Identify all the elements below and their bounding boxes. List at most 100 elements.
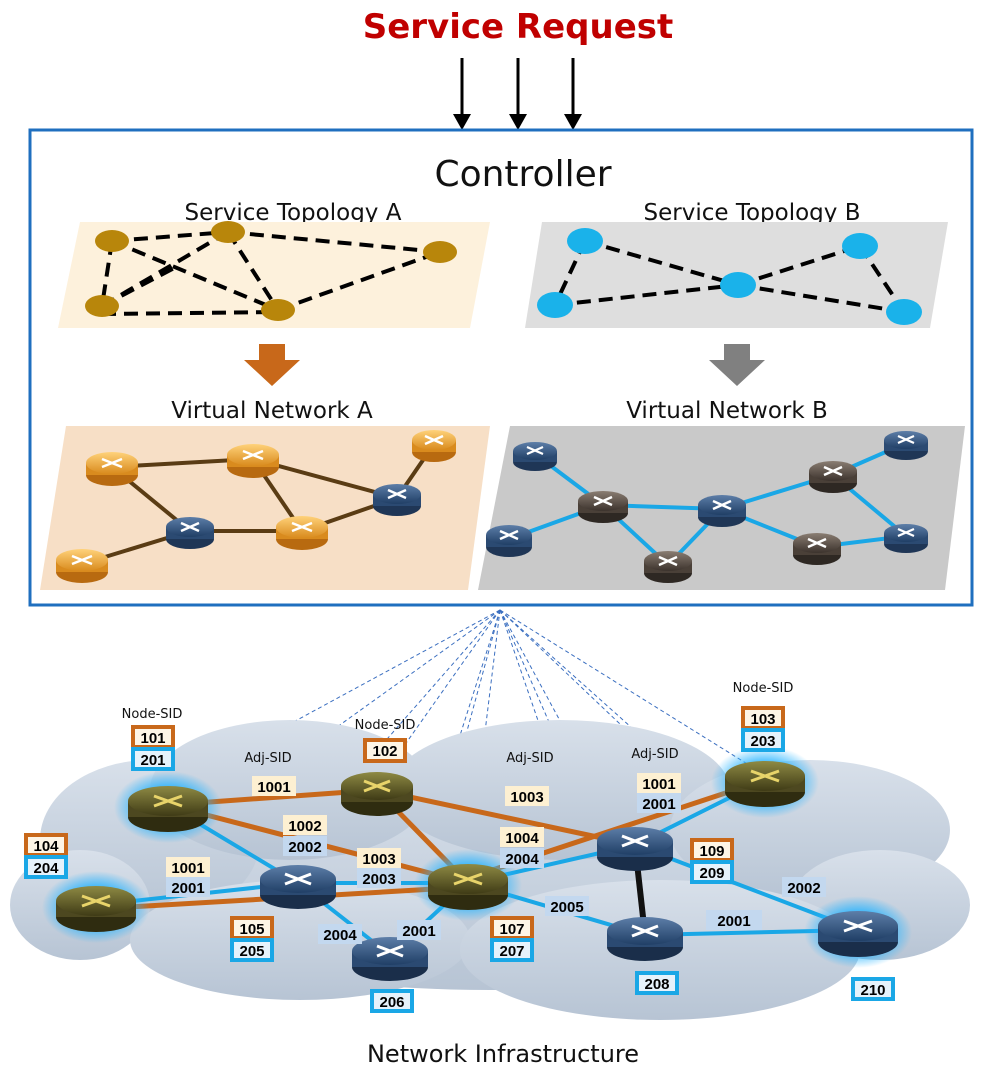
- router-icon: [804, 896, 912, 968]
- router-icon: [597, 827, 673, 871]
- svg-text:2005: 2005: [550, 899, 583, 916]
- svg-text:2002: 2002: [288, 839, 321, 856]
- node-sid-208: 208: [635, 971, 679, 995]
- service-topology-b-label: Service Topology B: [644, 200, 861, 226]
- adj-sid-label: Adj-SID: [506, 751, 553, 766]
- node-sid-label: Node-SID: [122, 707, 183, 722]
- topology-a-node: [211, 221, 245, 243]
- adj-sid-2002: 2002: [782, 877, 826, 897]
- adj-sid-2005: 2005: [545, 896, 589, 916]
- svg-text:2001: 2001: [402, 923, 435, 940]
- adj-sid-1003: 1003: [505, 786, 549, 806]
- node-sid-label: Node-SID: [733, 681, 794, 696]
- node-sid-104: 104: [24, 833, 68, 857]
- topology-b-node: [537, 292, 573, 318]
- adj-sid-1001: 1001: [637, 773, 681, 793]
- adj-sid-label: Adj-SID: [244, 751, 291, 766]
- map-arrow-b: [709, 344, 765, 386]
- svg-text:1004: 1004: [505, 830, 539, 847]
- svg-text:2003: 2003: [362, 871, 395, 888]
- node-sid-109: 109: [690, 838, 734, 862]
- adj-sid-1004: 1004: [500, 827, 544, 847]
- service-topology-a-nodes: [85, 221, 457, 321]
- svg-text:2001: 2001: [171, 880, 204, 897]
- topology-b-node: [886, 299, 922, 325]
- virtual-network-a-plane: [40, 426, 490, 590]
- node-sid-203: 203: [741, 728, 785, 752]
- router-icon: [607, 917, 683, 961]
- adj-sid-1002: 1002: [283, 815, 327, 835]
- router-icon: [276, 516, 328, 550]
- topology-a-node: [261, 299, 295, 321]
- svg-text:206: 206: [379, 994, 404, 1011]
- adj-sid-2001: 2001: [397, 920, 441, 940]
- node-sid-107: 107: [490, 916, 534, 940]
- svg-text:1001: 1001: [257, 779, 290, 796]
- svg-text:107: 107: [499, 921, 524, 938]
- service-topology-a-label: Service Topology A: [185, 200, 402, 226]
- adj-sid-label: Adj-SID: [631, 747, 678, 762]
- svg-text:105: 105: [239, 921, 264, 938]
- topology-a-node: [423, 241, 457, 263]
- router-icon: [711, 746, 819, 818]
- svg-text:204: 204: [33, 860, 59, 877]
- adj-sid-2004: 2004: [500, 848, 544, 868]
- router-icon: [414, 849, 522, 921]
- request-arrows: [453, 58, 582, 130]
- adj-sid-2002: 2002: [283, 836, 327, 856]
- router-icon: [412, 430, 456, 462]
- svg-text:101: 101: [140, 730, 165, 747]
- svg-text:201: 201: [140, 752, 165, 769]
- adj-sid-2004: 2004: [318, 924, 362, 944]
- virtual-network-b-label: Virtual Network B: [626, 398, 828, 424]
- map-arrow-a: [244, 344, 300, 386]
- node-sid-105: 105: [230, 916, 274, 940]
- svg-text:2002: 2002: [787, 880, 820, 897]
- adj-sid-1003: 1003: [357, 848, 401, 868]
- router-icon: [56, 549, 108, 583]
- router-icon: [513, 442, 557, 471]
- router-icon: [42, 871, 150, 943]
- svg-text:2001: 2001: [642, 796, 675, 813]
- svg-text:210: 210: [860, 982, 885, 999]
- router-icon: [260, 865, 336, 909]
- node-sid-103: 103: [741, 706, 785, 730]
- router-icon: [793, 533, 841, 565]
- node-sid-206: 206: [370, 989, 414, 1013]
- svg-text:2001: 2001: [717, 913, 750, 930]
- svg-text:208: 208: [644, 976, 669, 993]
- adj-sid-2001: 2001: [706, 910, 762, 930]
- svg-text:205: 205: [239, 943, 264, 960]
- node-sid-201: 201: [131, 747, 175, 771]
- svg-text:203: 203: [750, 733, 775, 750]
- router-icon: [166, 517, 214, 549]
- svg-text:1002: 1002: [288, 818, 321, 835]
- node-sid-204: 204: [24, 855, 68, 879]
- service-topology-b-nodes: [537, 228, 922, 325]
- adj-sid-2003: 2003: [357, 868, 401, 888]
- router-icon: [486, 525, 532, 557]
- node-sid-205: 205: [230, 938, 274, 962]
- topology-a-node: [85, 295, 119, 317]
- router-icon: [373, 484, 421, 516]
- adj-sid-1001: 1001: [252, 776, 296, 796]
- svg-text:2004: 2004: [323, 927, 357, 944]
- router-icon: [644, 551, 692, 583]
- topology-b-node: [567, 228, 603, 254]
- router-icon: [341, 772, 413, 816]
- router-icon: [578, 491, 628, 523]
- node-sid-207: 207: [490, 938, 534, 962]
- svg-text:103: 103: [750, 711, 775, 728]
- controller-title: Controller: [434, 154, 611, 195]
- svg-text:102: 102: [372, 743, 397, 760]
- svg-text:1003: 1003: [510, 789, 543, 806]
- node-sid-210: 210: [851, 977, 895, 1001]
- svg-text:1003: 1003: [362, 851, 395, 868]
- node-sid-102: 102: [363, 738, 407, 763]
- virtual-network-a-label: Virtual Network A: [171, 398, 373, 424]
- router-icon: [352, 937, 428, 981]
- service-request-title: Service Request: [363, 7, 674, 47]
- router-icon: [114, 771, 222, 843]
- adj-sid-2001: 2001: [166, 877, 210, 897]
- router-icon: [884, 524, 928, 553]
